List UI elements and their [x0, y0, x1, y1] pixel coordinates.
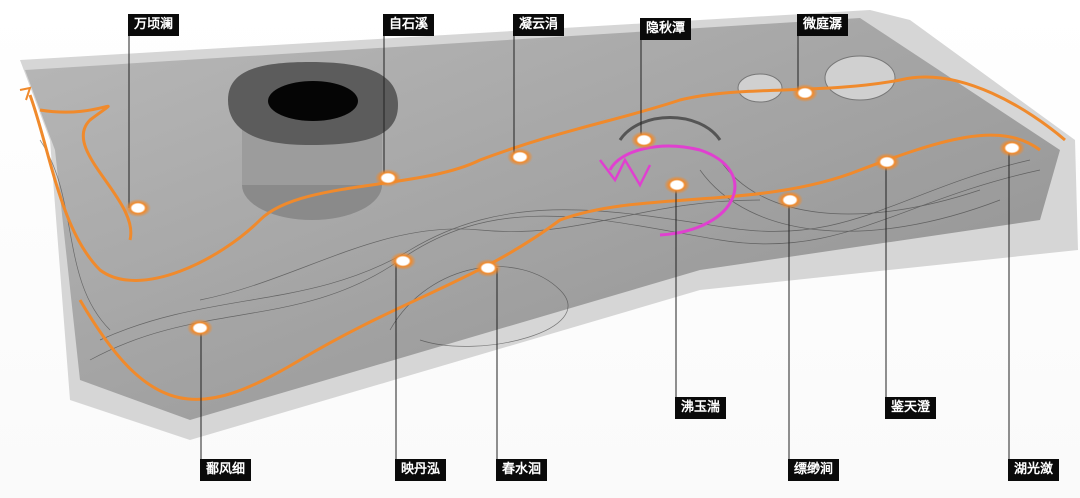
- viewpoint-dot: [375, 169, 401, 187]
- contour-lines: [39, 139, 1041, 361]
- label-wanqinglan: 万顷澜: [128, 14, 180, 36]
- label-piaomiaojian: 缥缈涧: [788, 459, 840, 481]
- label-chunshuihui: 春水洄: [496, 459, 548, 481]
- label-huguanglian: 湖光潋: [1008, 459, 1060, 481]
- route-path: [19, 75, 1066, 401]
- label-zishixi: 自石溪: [383, 14, 435, 36]
- viewpoint-dot: [664, 176, 690, 194]
- viewpoint-dot: [874, 153, 900, 171]
- viewpoint-dot: [792, 84, 818, 102]
- viewpoint-dot: [507, 148, 533, 166]
- viewpoint-dot: [631, 131, 657, 149]
- label-yinqiutan: 隐秋潭: [640, 18, 692, 40]
- label-pofengxi: 鄱风细: [200, 459, 252, 481]
- viewpoint-dot: [475, 259, 501, 277]
- label-feiyutuan: 沸玉湍: [675, 397, 727, 419]
- label-yingdanhong: 映丹泓: [395, 459, 447, 481]
- label-ningyunjuan: 凝云涓: [513, 14, 565, 36]
- viewpoint-dot: [390, 252, 416, 270]
- viewpoint-dot: [187, 319, 213, 337]
- leader-lines: [128, 30, 1010, 470]
- label-weitingchan: 微庭潺: [797, 14, 849, 36]
- viewpoint-dot: [999, 139, 1025, 157]
- dome-buildings: [618, 55, 896, 141]
- viewpoint-dot: [777, 191, 803, 209]
- loop-arrow: [599, 144, 737, 237]
- pavilion: [228, 62, 398, 220]
- viewpoint-dot: [125, 199, 151, 217]
- viewpoint-markers: [125, 84, 1025, 337]
- label-jiantiancheng: 鉴天澄: [885, 397, 937, 419]
